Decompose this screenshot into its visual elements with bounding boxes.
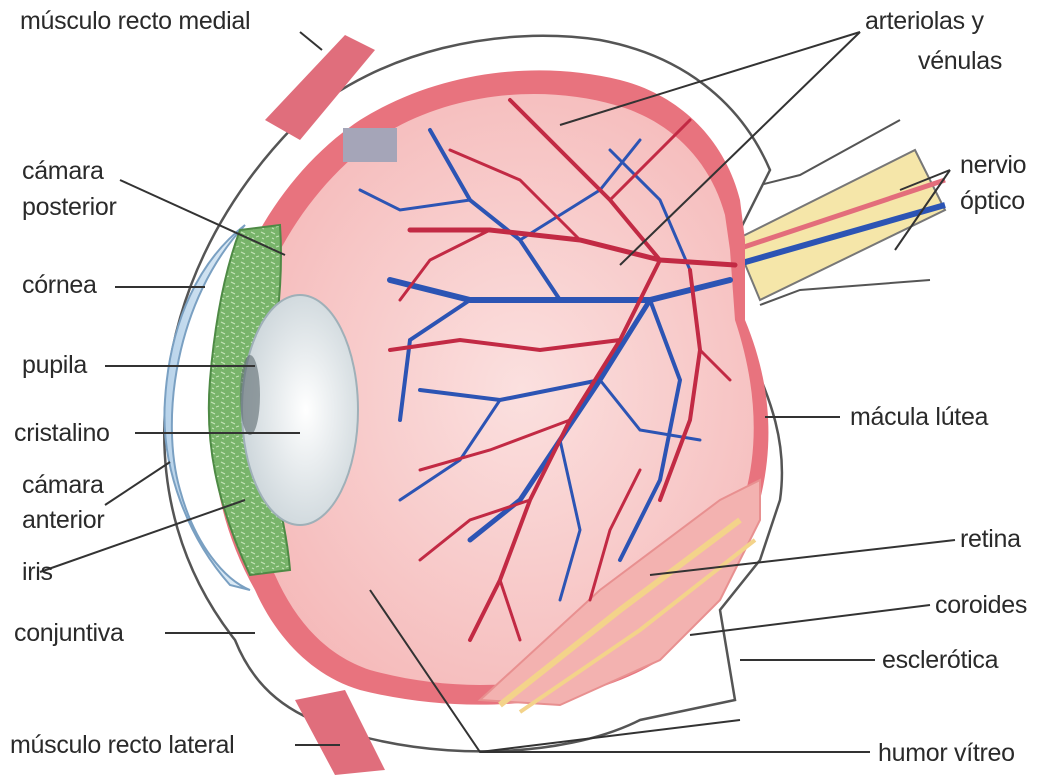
label-esclerotica: esclerótica [882, 645, 998, 675]
label-macula-lutea: mácula lútea [850, 402, 988, 432]
label-coroides: coroides [935, 590, 1027, 620]
label-camara-posterior-2: posterior [22, 192, 117, 222]
label-humor-vitreo: humor vítreo [878, 738, 1015, 768]
label-musculo-recto-medial: músculo recto medial [20, 6, 250, 36]
label-cristalino: cristalino [14, 418, 110, 448]
label-cornea: córnea [22, 270, 97, 300]
label-retina: retina [960, 524, 1021, 554]
label-pupila: pupila [22, 350, 87, 380]
label-musculo-recto-lateral: músculo recto lateral [10, 730, 234, 760]
label-nervio: nervio [960, 150, 1026, 180]
label-iris: iris [22, 557, 53, 587]
label-camara-anterior-1: cámara [22, 470, 104, 500]
lens [242, 295, 358, 525]
label-conjuntiva: conjuntiva [14, 618, 124, 648]
label-camara-anterior-2: anterior [22, 505, 104, 535]
texture-patch [343, 128, 397, 162]
label-arteriolas-y: arteriolas y [865, 6, 984, 36]
label-optico: óptico [960, 186, 1025, 216]
label-venulas: vénulas [918, 46, 1002, 76]
label-camara-posterior-1: cámara [22, 156, 104, 186]
